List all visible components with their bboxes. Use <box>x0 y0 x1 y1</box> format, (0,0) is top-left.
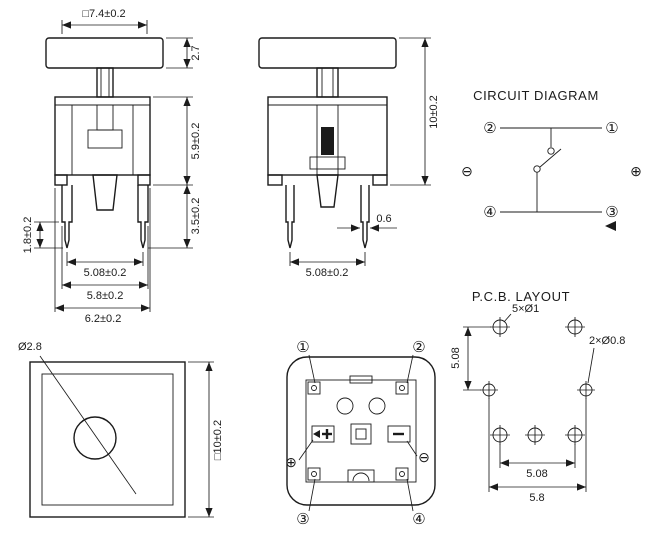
pcb-dimensions: 5.08 5.08 5.8 <box>450 326 587 504</box>
top-view-led-hole <box>73 416 117 460</box>
side-view-cap <box>258 37 397 69</box>
dim-base-inner: 5.8±0.2 <box>87 290 124 302</box>
dim-pin-length: 3.5±0.2 <box>190 198 202 235</box>
led-contact-block <box>321 127 334 155</box>
front-view-housing <box>54 96 151 211</box>
bottom-view: ① ② ③ ④ ⊕ ⊖ <box>285 339 436 528</box>
front-view-pins <box>61 185 149 249</box>
top-view: Ø2.8 □10±0.2 <box>18 341 224 518</box>
front-view: □7.4±0.2 2.7 5.9±0.2 3.5±0.2 1.8±0.2 5.0… <box>22 8 202 325</box>
circuit-terminal-2: ② <box>483 120 496 137</box>
dim-cap-size: □10±0.2 <box>212 420 224 460</box>
pcb-layout-title: P.C.B. LAYOUT <box>472 289 570 304</box>
dim-side-pin-pitch: 5.08±0.2 <box>306 267 349 279</box>
dim-pin-thickness: 0.6 <box>376 213 391 225</box>
bottom-led-plus: ⊕ <box>285 454 297 470</box>
side-view-housing <box>267 96 388 208</box>
actuation-direction-arrow <box>605 221 616 231</box>
side-view-dimensions: 10±0.2 0.6 5.08±0.2 <box>289 37 440 279</box>
dim-pin-tip: 1.8±0.2 <box>22 217 34 254</box>
switch-contact-symbol <box>533 128 562 212</box>
bottom-terminal-3: ③ <box>296 511 309 528</box>
pcb-holes-main-label: 5×Ø1 <box>512 303 539 315</box>
circuit-led-minus: ⊖ <box>461 163 473 179</box>
bottom-view-cap-outline <box>286 356 436 506</box>
pcb-holes-small-label: 2×Ø0.8 <box>589 335 625 347</box>
dim-base-outer: 6.2±0.2 <box>85 313 122 325</box>
dim-body-height: 5.9±0.2 <box>190 123 202 160</box>
front-view-stem <box>96 67 114 98</box>
bottom-view-terminal-pads <box>307 381 409 481</box>
dim-cap-height: 2.7 <box>190 45 202 60</box>
dim-total-height: 10±0.2 <box>428 95 440 129</box>
led-hole-leader-line <box>39 355 137 495</box>
dim-led-hole: Ø2.8 <box>18 341 42 353</box>
bottom-terminal-2: ② <box>412 339 425 356</box>
top-view-cap-outline <box>29 361 186 518</box>
bottom-view-base <box>305 379 417 483</box>
circuit-diagram: CIRCUIT DIAGRAM ② ① ⊖ ⊕ ④ ③ <box>461 88 642 231</box>
circuit-diagram-title: CIRCUIT DIAGRAM <box>473 88 599 103</box>
front-view-cap <box>45 37 164 69</box>
circuit-terminal-3: ③ <box>605 204 618 221</box>
side-view: 10±0.2 0.6 5.08±0.2 <box>258 37 440 279</box>
front-view-dimensions: □7.4±0.2 2.7 5.9±0.2 3.5±0.2 1.8±0.2 5.0… <box>22 8 202 325</box>
circuit-led-plus: ⊕ <box>630 163 642 179</box>
pcb-dim-led-pitch: 5.8 <box>529 492 544 504</box>
bottom-view-center-detail <box>347 469 375 483</box>
bottom-terminal-1: ① <box>296 339 309 356</box>
circuit-terminal-1: ① <box>605 120 618 137</box>
pcb-dim-row-pitch: 5.08 <box>450 347 462 368</box>
side-view-stem <box>316 67 339 98</box>
side-view-pins <box>285 185 370 249</box>
top-view-cap-inner <box>41 373 174 506</box>
led-polarity-plus-mark <box>311 425 335 443</box>
pcb-layout: P.C.B. LAYOUT 5×Ø1 2×Ø0.8 5.08 5. <box>450 289 625 504</box>
dim-pin-pitch: 5.08±0.2 <box>84 267 127 279</box>
pcb-dim-col-pitch: 5.08 <box>526 468 547 480</box>
circuit-terminal-4: ④ <box>483 204 496 221</box>
bottom-led-minus: ⊖ <box>418 449 430 465</box>
bottom-terminal-4: ④ <box>412 511 425 528</box>
pcb-holes <box>480 317 595 445</box>
led-polarity-minus-mark <box>387 425 411 443</box>
dim-cap-width: □7.4±0.2 <box>82 8 125 20</box>
